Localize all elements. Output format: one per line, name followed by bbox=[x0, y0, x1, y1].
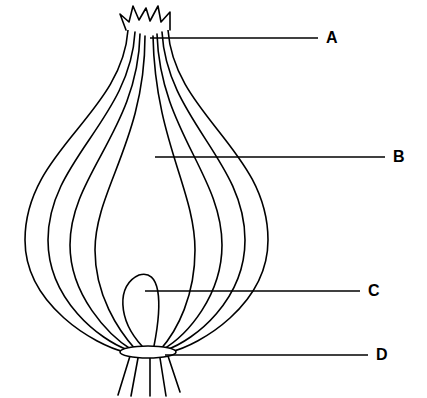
root bbox=[168, 356, 180, 392]
scale-leaf bbox=[168, 30, 268, 352]
leader-line bbox=[155, 156, 385, 157]
bud bbox=[123, 274, 159, 346]
part-label: B bbox=[393, 149, 405, 165]
part-label: A bbox=[326, 30, 338, 46]
scale-leaf bbox=[48, 32, 135, 350]
stem-plate bbox=[120, 346, 176, 358]
part-label: C bbox=[368, 283, 380, 299]
scale-leaf bbox=[157, 34, 222, 350]
root bbox=[149, 358, 151, 396]
root bbox=[131, 358, 138, 396]
scale-leaf bbox=[95, 36, 145, 350]
leader-line bbox=[150, 37, 318, 38]
root bbox=[118, 356, 130, 395]
leader-line bbox=[145, 290, 360, 291]
leaf-tips bbox=[120, 6, 170, 30]
leader-line bbox=[165, 354, 368, 355]
scale-leaf bbox=[25, 30, 128, 352]
root bbox=[160, 358, 166, 396]
part-label: D bbox=[376, 347, 388, 363]
scale-leaf bbox=[162, 32, 245, 350]
